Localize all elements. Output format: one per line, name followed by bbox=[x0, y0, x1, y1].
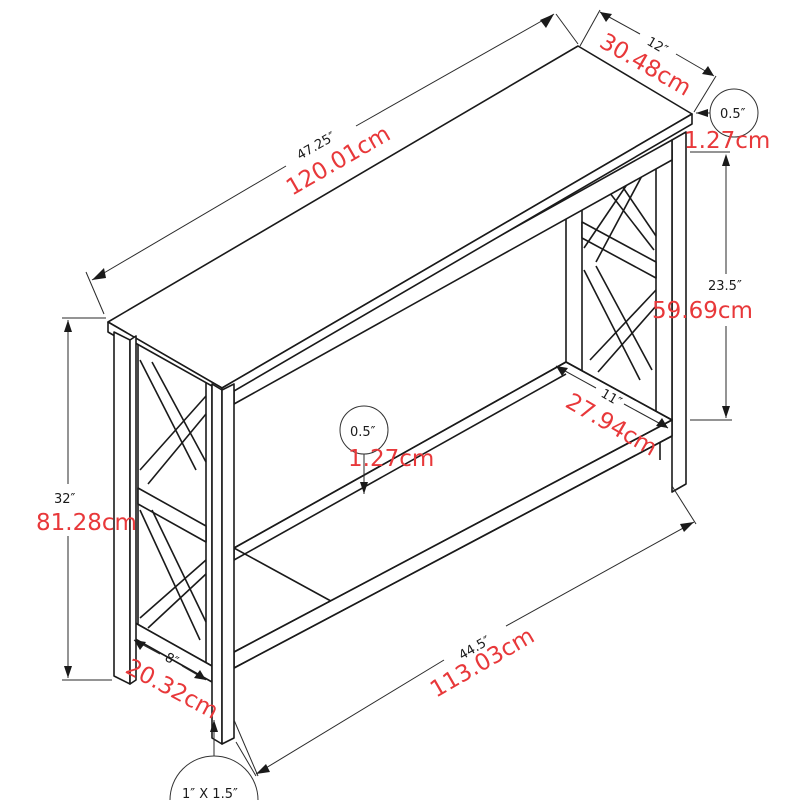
front-left-leg bbox=[113, 331, 137, 685]
shelf-clearance-imperial: 23.5″ bbox=[708, 279, 742, 294]
lower-shelf bbox=[233, 361, 673, 669]
shelf-thickness-callout-circle bbox=[339, 405, 389, 455]
console-table-drawing bbox=[107, 45, 693, 745]
left-side-x-panel bbox=[129, 339, 213, 683]
top-thickness-callout-circle bbox=[709, 88, 759, 138]
leg-section-callout-circle bbox=[169, 755, 259, 800]
leg-section-imperial: 1″ X 1.5″ bbox=[182, 787, 238, 800]
top-thickness-imperial: 0.5″ bbox=[720, 107, 746, 122]
total-height-imperial: 32″ bbox=[54, 492, 76, 507]
shelf-clearance-metric: 59.69cm bbox=[652, 298, 753, 324]
shelf-thickness-imperial: 0.5″ bbox=[350, 425, 376, 440]
dimension-lines bbox=[62, 9, 732, 777]
total-height-metric: 81.28cm bbox=[36, 510, 137, 536]
top-thickness-metric: 1.27cm bbox=[684, 128, 770, 154]
front-corner-leg bbox=[211, 383, 235, 745]
leg-depth-imperial: 8″ bbox=[162, 650, 181, 669]
shelf-thickness-metric: 1.27cm bbox=[348, 446, 434, 472]
